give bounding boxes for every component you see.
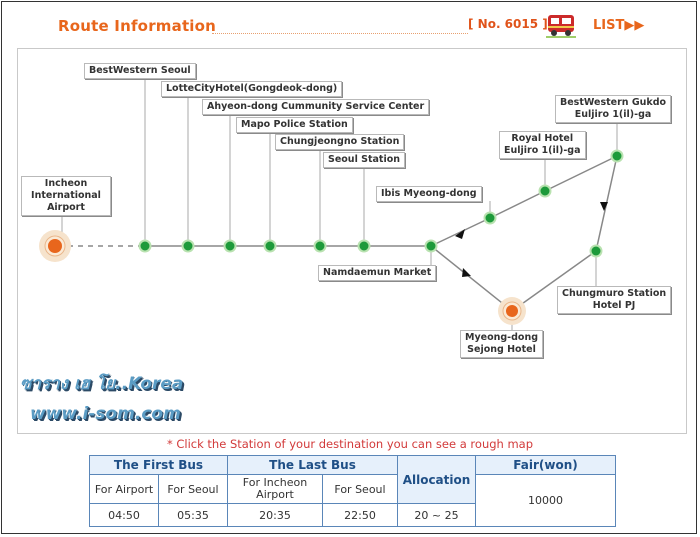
- station-royal-hotel[interactable]: Royal Hotel Euljiro 1(il)-ga: [499, 131, 586, 159]
- route-number: [ No. 6015 ]: [468, 17, 548, 31]
- last-bus-seoul-time: 22:50: [322, 503, 398, 527]
- fair-value: 10000: [475, 474, 616, 527]
- station-seoul-station[interactable]: Seoul Station: [323, 152, 406, 168]
- watermark-url: www.i-som.com: [30, 404, 181, 424]
- bus-schedule-table: The First Bus The Last Bus Allocation Fa…: [89, 455, 616, 527]
- first-bus-airport-time: 04:50: [89, 503, 159, 527]
- station-chungjeongno[interactable]: Chungjeongno Station: [275, 134, 405, 150]
- watermark-text: ซาราง เฮ โย..Korea: [20, 374, 184, 394]
- station-lottecity-hotel[interactable]: LotteCityHotel(Gongdeok-dong): [161, 81, 343, 97]
- station-myeongdong-sejong[interactable]: Myeong-dong Sejong Hotel: [460, 330, 544, 358]
- allocation-value: 20 ~ 25: [397, 503, 476, 527]
- map-instruction-note: * Click the Station of your destination …: [166, 437, 534, 451]
- station-bestwestern-gukdo[interactable]: BestWestern Gukdo Euljiro 1(il)-ga: [555, 95, 672, 123]
- station-mapo-police[interactable]: Mapo Police Station: [236, 117, 353, 133]
- col-first-for-airport: For Airport: [89, 474, 159, 504]
- header-last-bus: The Last Bus: [227, 455, 398, 475]
- last-bus-airport-time: 20:35: [227, 503, 323, 527]
- station-bestwestern-seoul[interactable]: BestWestern Seoul: [84, 63, 196, 79]
- station-chungmuro[interactable]: Chungmuro Station Hotel PJ: [557, 286, 672, 314]
- title-divider: [212, 33, 468, 34]
- station-ahyeon-dong[interactable]: Ahyeon-dong Cummunity Service Center: [202, 99, 430, 115]
- header-first-bus: The First Bus: [89, 455, 228, 475]
- header-allocation: Allocation: [397, 455, 476, 504]
- page-title: Route Information: [58, 17, 217, 35]
- col-first-for-seoul: For Seoul: [158, 474, 228, 504]
- col-last-for-seoul: For Seoul: [322, 474, 398, 504]
- station-namdaemun-market[interactable]: Namdaemun Market: [318, 265, 437, 281]
- col-last-for-incheon-airport: For Incheon Airport: [227, 474, 323, 504]
- first-bus-seoul-time: 05:35: [158, 503, 228, 527]
- station-ibis-myeongdong[interactable]: Ibis Myeong-dong: [376, 186, 482, 202]
- header-fair: Fair(won): [475, 455, 616, 475]
- station-incheon-airport[interactable]: Incheon International Airport: [21, 176, 111, 216]
- bus-icon: [544, 12, 578, 44]
- list-link[interactable]: LIST▶▶: [593, 18, 645, 33]
